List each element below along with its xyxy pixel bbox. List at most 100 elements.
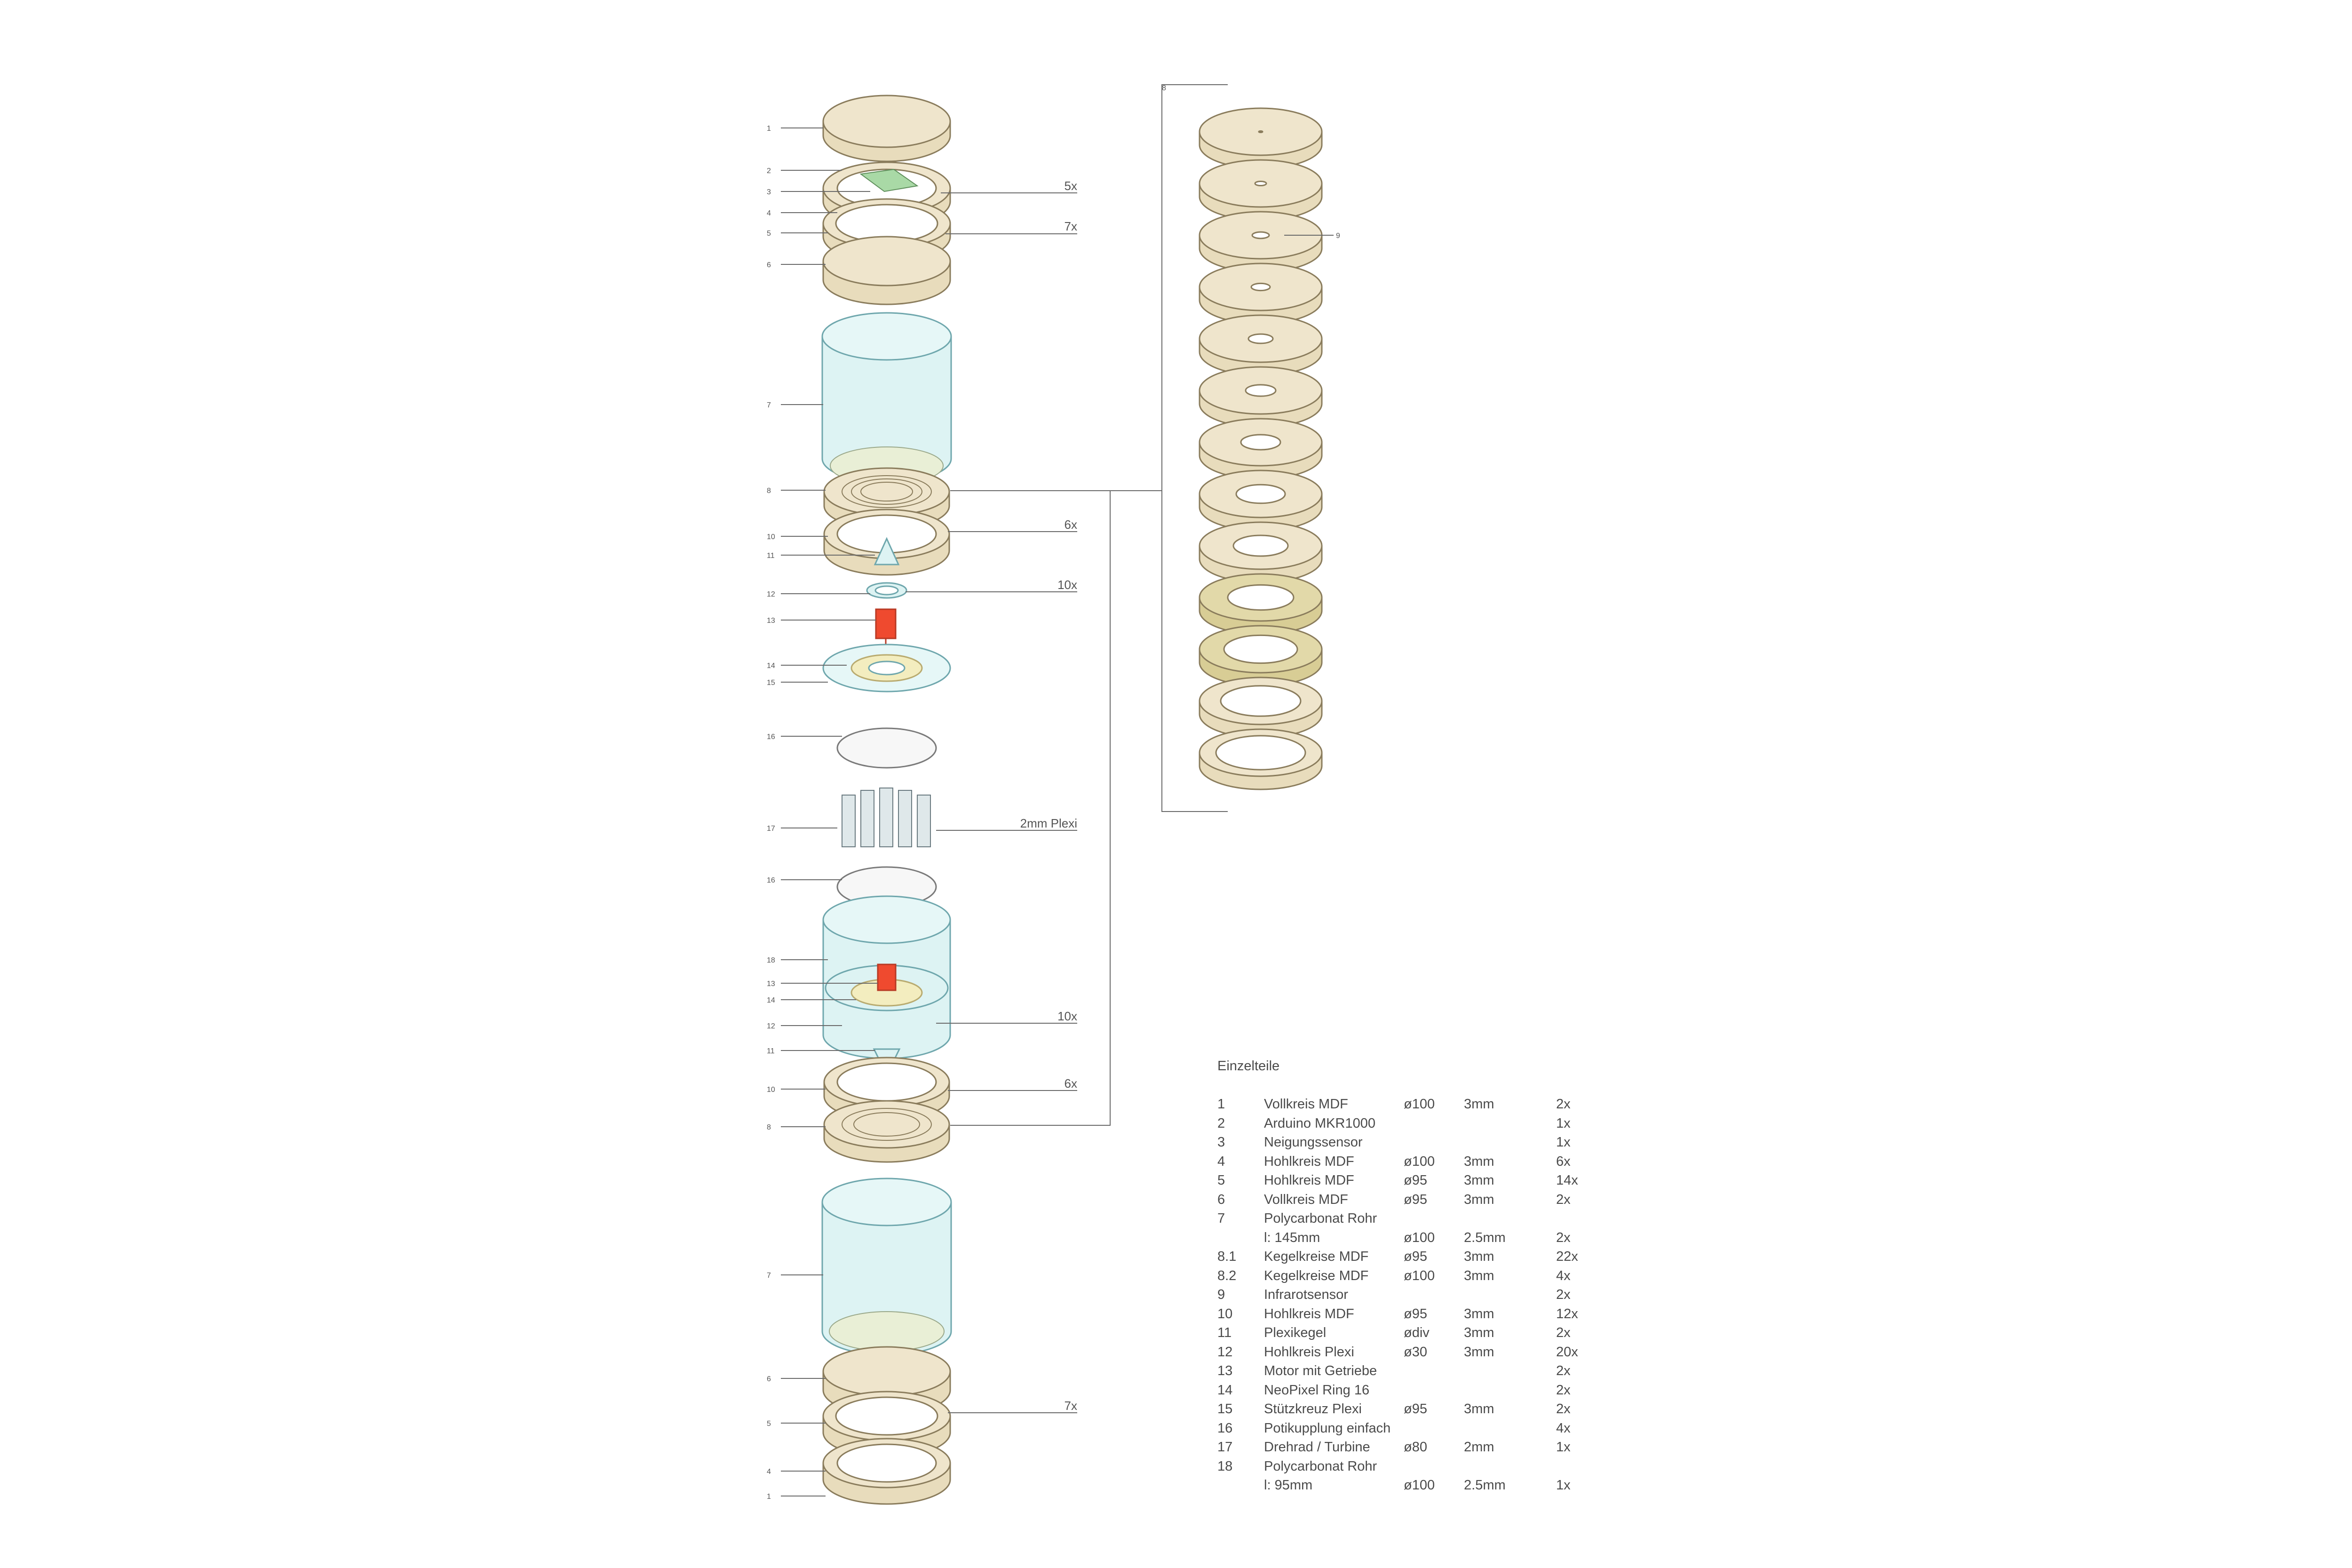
part-number: 7 [1217, 1211, 1225, 1226]
part-name: Infrarotsensor [1264, 1287, 1348, 1302]
part-quantity: 6x [1556, 1154, 1571, 1169]
part-quantity: 4x [1556, 1420, 1571, 1436]
part-diameter [1404, 1114, 1464, 1133]
part-diameter: ø100 [1404, 1478, 1435, 1493]
part-12-plexi-ring [866, 582, 907, 599]
parts-row: 13 Motor mit Getriebe 2x [1217, 1361, 1594, 1381]
cone-disc-layer [1199, 573, 1323, 635]
part-diameter: ø100 [1404, 1230, 1435, 1245]
quantity-labels: 5x 7x 6x 10x 2mm Plexi 10x 6x 7x [1020, 179, 1077, 1413]
callout-number: 7 [767, 401, 771, 409]
part-quantity: 12x [1556, 1306, 1578, 1321]
parts-table: 1 Vollkreis MDF ø100 3mm 2x 2 Arduino MKR1000 1… [1217, 1095, 1594, 1495]
part-diameter: ø95 [1404, 1306, 1427, 1321]
part-thickness: 3mm [1464, 1344, 1494, 1360]
part-quantity: 1x [1556, 1135, 1571, 1150]
callout-number: 12 [767, 590, 775, 598]
part-thickness: 3mm [1464, 1325, 1494, 1340]
callout-number: 16 [767, 876, 775, 884]
part-diameter: ø95 [1404, 1249, 1427, 1264]
callout-number: 17 [767, 825, 775, 833]
part-name: Hohlkreis MDF [1264, 1154, 1354, 1169]
part-number: 18 [1217, 1458, 1233, 1474]
part-number: 13 [1217, 1363, 1233, 1378]
part-quantity [1556, 1457, 1594, 1476]
callout-number: 13 [767, 617, 775, 625]
part-quantity: 2x [1556, 1363, 1571, 1378]
part-diameter: ø100 [1404, 1154, 1435, 1169]
part-name: Arduino MKR1000 [1264, 1115, 1375, 1131]
part-diameter: ø95 [1404, 1401, 1427, 1417]
cone-disc-layer [1199, 728, 1323, 790]
part-thickness: 3mm [1464, 1306, 1494, 1321]
part-quantity: 2x [1556, 1287, 1571, 1302]
part-diameter [1404, 1457, 1464, 1476]
callout-number: 3 [767, 188, 771, 196]
cone-disc-layer [1199, 314, 1323, 376]
part-name: NeoPixel Ring 16 [1264, 1382, 1370, 1398]
part-11-plexi-cone [874, 537, 900, 565]
callout-number: 4 [767, 209, 771, 217]
callout-number: 6 [767, 261, 771, 269]
part-number [1217, 1228, 1264, 1248]
part-thickness: 3mm [1464, 1401, 1494, 1417]
part-name: Drehrad / Turbine [1264, 1440, 1370, 1455]
qty-6x-mid: 6x [1065, 1076, 1077, 1090]
callout-number: 18 [767, 956, 775, 964]
part-diameter [1404, 1419, 1464, 1438]
cone-disc-layer [1199, 107, 1323, 169]
part-8-cone-disc-lower [823, 1100, 950, 1163]
part-thickness [1464, 1114, 1556, 1133]
part-name: Hohlkreis Plexi [1264, 1344, 1354, 1360]
part-diameter [1404, 1381, 1464, 1400]
part-number: 12 [1217, 1344, 1233, 1360]
callout-disc-8: 8 [1162, 84, 1166, 92]
callout-labels-disc: 8 9 [1162, 84, 1340, 240]
part-quantity: 20x [1556, 1344, 1578, 1360]
cone-disc-layer [1199, 418, 1323, 480]
part-number: 1 [1217, 1097, 1225, 1112]
part-16-coupling-disc [836, 727, 937, 769]
parts-row: 2 Arduino MKR1000 1x [1217, 1114, 1594, 1133]
part-1-top-disc [822, 95, 951, 162]
part-quantity: 1x [1556, 1115, 1571, 1131]
callout-number: 8 [767, 1123, 771, 1131]
part-number: 4 [1217, 1154, 1225, 1169]
callout-labels-left: 1234567810111213141516171618131412111087… [767, 125, 878, 1501]
callout-number: 5 [767, 230, 771, 238]
part-name: Motor mit Getriebe [1264, 1363, 1377, 1378]
part-name: Vollkreis MDF [1264, 1097, 1348, 1112]
part-name: Plexikegel [1264, 1325, 1327, 1340]
part-name: Polycarbonat Rohr [1264, 1458, 1377, 1474]
part-number: 8.2 [1217, 1268, 1237, 1283]
callout-number: 4 [767, 1468, 771, 1476]
part-name: Hohlkreis MDF [1264, 1306, 1354, 1321]
part-7-tube-bottom [821, 1178, 952, 1356]
callout-number: 10 [767, 533, 775, 541]
part-diameter: ø100 [1404, 1097, 1435, 1112]
part-number: 2 [1217, 1115, 1225, 1131]
part-thickness [1464, 1457, 1556, 1476]
part-thickness: 3mm [1464, 1173, 1494, 1188]
part-quantity: 1x [1556, 1478, 1571, 1493]
part-diameter: ø95 [1404, 1173, 1427, 1188]
part-quantity: 4x [1556, 1268, 1571, 1283]
cone-disc-layer [1199, 521, 1323, 583]
part-name: l: 95mm [1264, 1478, 1313, 1493]
callout-number: 2 [767, 167, 771, 175]
part-quantity: 22x [1556, 1249, 1578, 1264]
cone-disc-stack [1199, 107, 1323, 790]
callout-number: 8 [767, 487, 771, 495]
cone-disc-layer [1199, 263, 1323, 325]
part-quantity [1556, 1209, 1594, 1228]
part-thickness [1464, 1133, 1556, 1152]
part-quantity: 2x [1556, 1192, 1571, 1207]
